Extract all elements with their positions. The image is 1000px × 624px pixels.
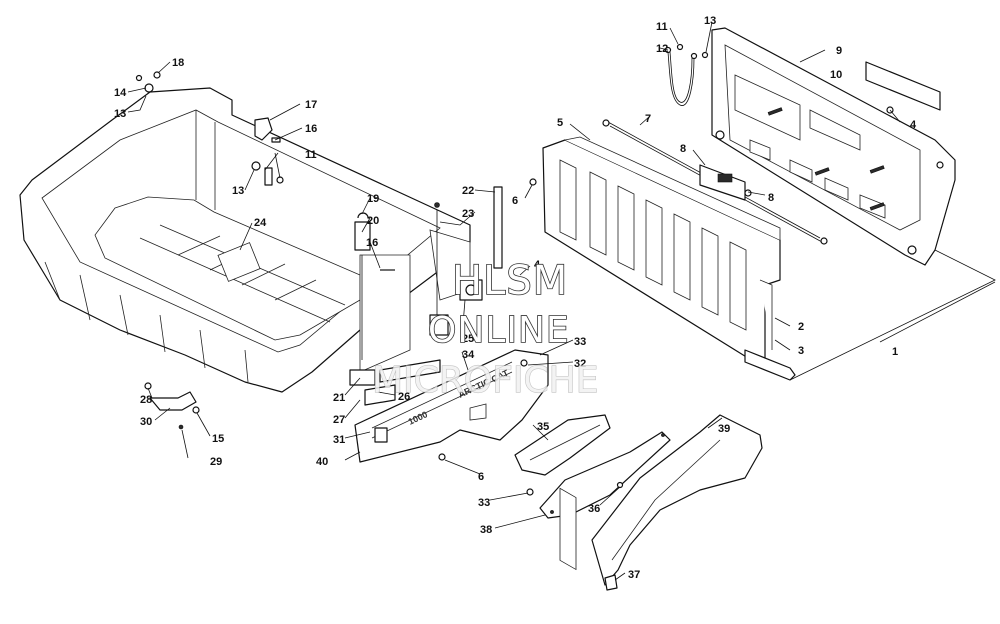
- callout-17: 17: [305, 99, 317, 111]
- callout-36: 36: [588, 503, 600, 515]
- callout-8b: 8: [768, 192, 774, 204]
- callout-18: 18: [172, 57, 184, 69]
- tailgate-outer-panel: [711, 27, 956, 266]
- tailgate-hardware: [438, 43, 894, 496]
- leader-lines: [127, 21, 996, 581]
- side-panel-left: 1000 ARCTIC CAT: [354, 349, 549, 463]
- rod-3: [744, 349, 796, 381]
- callout-13b: 13: [114, 108, 126, 120]
- callout-11b: 11: [305, 149, 317, 161]
- decal-24: [217, 242, 261, 282]
- cable-loop-12: [664, 46, 698, 106]
- latch-assembly-8: [699, 164, 752, 201]
- callout-29: 29: [210, 456, 222, 468]
- box-hardware: [135, 71, 503, 430]
- callout-40: 40: [316, 456, 328, 468]
- callout-27: 27: [333, 414, 345, 426]
- callout-5: 5: [557, 117, 563, 129]
- callout-9: 9: [836, 45, 842, 57]
- callout-38: 38: [480, 524, 492, 536]
- callout-24: 24: [254, 217, 267, 229]
- callout-3: 3: [798, 345, 804, 357]
- watermark: HLSM ONLINE MICROFICHE: [371, 257, 599, 401]
- callout-34: 34: [462, 349, 475, 361]
- callout-22: 22: [462, 185, 474, 197]
- bracket-35: [514, 414, 611, 476]
- callout-33: 33: [574, 336, 586, 348]
- callout-12: 12: [656, 43, 668, 55]
- callout-1: 1: [892, 346, 898, 358]
- callout-23: 23: [462, 208, 474, 220]
- tailgate-inner-panel: [542, 136, 781, 571]
- decal-10: [865, 61, 941, 111]
- callout-35: 35: [537, 421, 549, 433]
- callout-31: 31: [333, 434, 345, 446]
- callout-20: 20: [367, 215, 379, 227]
- watermark-line-1: HLSM: [452, 258, 568, 304]
- callout-16b: 16: [366, 237, 378, 249]
- callout-37: 37: [628, 569, 640, 581]
- callout-14: 14: [114, 87, 127, 99]
- callout-19: 19: [367, 193, 379, 205]
- callout-10: 10: [830, 69, 842, 81]
- watermark-line-2: ONLINE: [428, 310, 570, 351]
- cargo-box: [19, 87, 471, 393]
- fender-flare-39: [591, 414, 763, 591]
- callout-25: 25: [462, 333, 474, 345]
- callout-39: 39: [718, 423, 730, 435]
- callout-4: 4: [910, 119, 917, 131]
- callout-32: 32: [574, 358, 586, 370]
- callout-7: 7: [645, 113, 651, 125]
- callout-6: 6: [512, 195, 518, 207]
- callout-13c: 13: [232, 185, 244, 197]
- callout-2: 2: [798, 321, 804, 333]
- callout-8: 8: [680, 143, 686, 155]
- callout-21: 21: [333, 392, 345, 404]
- callout-6b: 6: [478, 471, 484, 483]
- assembly-bracket-1: [789, 249, 996, 381]
- callout-11: 11: [656, 21, 668, 33]
- callout-33b: 33: [478, 497, 490, 509]
- callout-26: 26: [398, 391, 410, 403]
- callout-16: 16: [305, 123, 317, 135]
- callout-28: 28: [140, 394, 152, 406]
- callout-13: 13: [704, 15, 716, 27]
- callout-30: 30: [140, 416, 152, 428]
- watermark-line-3: MICROFICHE: [372, 360, 598, 401]
- callout-4b: 4: [534, 259, 541, 271]
- callout-labels: 1 2 3 4 4 5 6 6 7 8 8 9 10 11 11 12 13 1…: [114, 15, 917, 581]
- callout-15: 15: [212, 433, 224, 445]
